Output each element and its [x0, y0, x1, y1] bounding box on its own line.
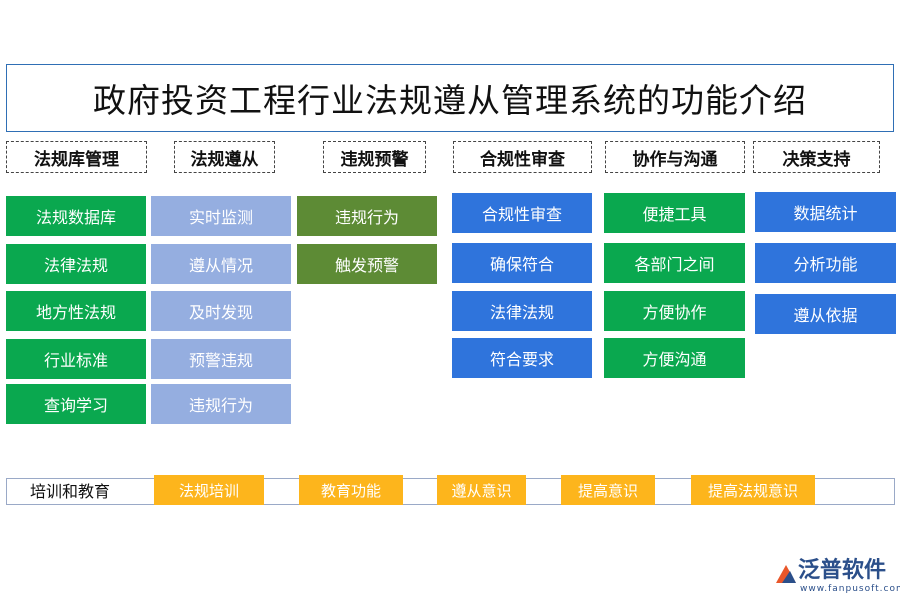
brand-logo-icon [776, 565, 796, 583]
training-item: 教育功能 [299, 475, 403, 505]
decision-support-item: 分析功能 [755, 243, 896, 283]
regulation-library-item: 法规数据库 [6, 196, 146, 236]
compliance-item: 实时监测 [151, 196, 291, 236]
training-item: 提高法规意识 [691, 475, 815, 505]
compliance-review-item: 法律法规 [452, 291, 592, 331]
decision-support-item: 数据统计 [755, 192, 896, 232]
compliance-review-item: 符合要求 [452, 338, 592, 378]
compliance-item: 违规行为 [151, 384, 291, 424]
training-item: 法规培训 [154, 475, 264, 505]
brand-name: 泛普软件 [798, 558, 887, 583]
header-compliance-review: 合规性审查 [453, 141, 592, 173]
regulation-library-item: 查询学习 [6, 384, 146, 424]
training-label: 培训和教育 [30, 482, 111, 501]
brand-url: www.fanpusoft.com [800, 584, 900, 594]
header-compliance: 法规遵从 [174, 141, 275, 173]
collaboration-item: 便捷工具 [604, 193, 745, 233]
compliance-review-item: 合规性审查 [452, 193, 592, 233]
collaboration-item: 方便协作 [604, 291, 745, 331]
compliance-review-item: 确保符合 [452, 243, 592, 283]
compliance-item: 及时发现 [151, 291, 291, 331]
training-item: 提高意识 [561, 475, 655, 505]
title-box: 政府投资工程行业法规遵从管理系统的功能介绍 [6, 64, 894, 132]
violation-warning-item: 触发预警 [297, 244, 437, 284]
regulation-library-item: 行业标准 [6, 339, 146, 379]
compliance-item: 遵从情况 [151, 244, 291, 284]
collaboration-item: 方便沟通 [604, 338, 745, 378]
header-violation-warning: 违规预警 [323, 141, 426, 173]
decision-support-item: 遵从依据 [755, 294, 896, 334]
regulation-library-item: 法律法规 [6, 244, 146, 284]
compliance-item: 预警违规 [151, 339, 291, 379]
regulation-library-item: 地方性法规 [6, 291, 146, 331]
header-decision-support: 决策支持 [753, 141, 880, 173]
training-item: 遵从意识 [437, 475, 526, 505]
header-collaboration: 协作与沟通 [605, 141, 745, 173]
header-regulation-library: 法规库管理 [6, 141, 147, 173]
page-title: 政府投资工程行业法规遵从管理系统的功能介绍 [93, 81, 807, 120]
collaboration-item: 各部门之间 [604, 243, 745, 283]
violation-warning-item: 违规行为 [297, 196, 437, 236]
